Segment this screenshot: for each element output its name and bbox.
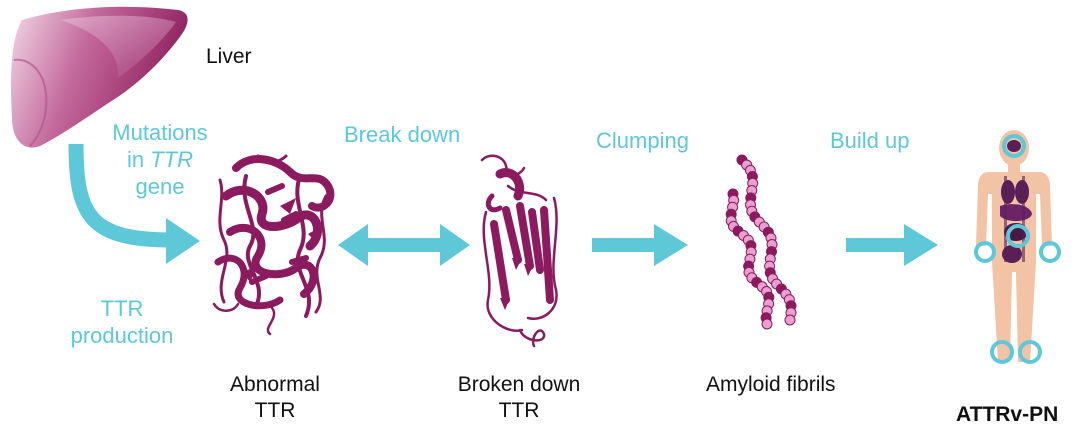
beta-sheet-protein-icon <box>482 156 557 346</box>
mutations-line-2: in TTR <box>96 147 224 174</box>
liver-label: Liver <box>206 44 252 70</box>
human-body-organs-icon <box>976 130 1059 362</box>
right-arrow-2 <box>846 224 938 266</box>
broken-down-ttr-label: Broken down TTR <box>440 372 598 423</box>
right-arrow <box>592 224 688 266</box>
abnormal-line-1: Abnormal <box>206 372 344 398</box>
production-line-2: production <box>58 323 186 350</box>
build-up-label: Build up <box>830 128 910 155</box>
amyloid-fibril-icon <box>726 155 796 329</box>
ttr-production-label: TTR production <box>58 296 186 350</box>
abnormal-line-2: TTR <box>206 398 344 424</box>
mutations-line-3: gene <box>96 174 224 201</box>
broken-line-1: Broken down <box>440 372 598 398</box>
production-line-1: TTR <box>58 296 186 323</box>
mutations-ttr-italic: TTR <box>150 147 193 172</box>
fibril-bead <box>785 315 795 325</box>
mutations-line-1: Mutations <box>96 120 224 147</box>
tangled-protein-icon <box>214 156 330 334</box>
amyloid-fibrils-label: Amyloid fibrils <box>706 372 836 398</box>
mutations-label: Mutations in TTR gene <box>96 120 224 200</box>
abnormal-ttr-label: Abnormal TTR <box>206 372 344 423</box>
clumping-label: Clumping <box>596 128 689 155</box>
break-down-label: Break down <box>344 122 460 149</box>
mutations-in: in <box>127 147 150 172</box>
broken-line-2: TTR <box>440 398 598 424</box>
double-arrow <box>338 224 470 266</box>
attrv-pn-label: ATTRv-PN <box>956 402 1058 428</box>
fibril-bead <box>762 319 772 329</box>
